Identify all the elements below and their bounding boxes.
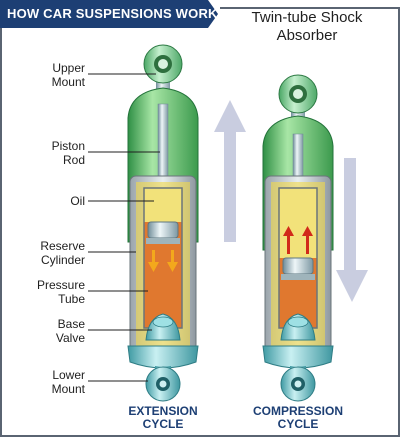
label-lower-mount: Lower Mount — [51, 368, 85, 396]
subtitle-line2: Absorber — [276, 27, 338, 44]
label-pressure-tube: Pressure Tube — [36, 278, 85, 306]
extension-direction-arrow — [214, 100, 246, 242]
header-bar — [0, 0, 218, 28]
leader-lines — [88, 73, 160, 382]
label-upper-mount: Upper Mount — [51, 61, 85, 89]
subtitle-line1: Twin-tube Shock — [251, 9, 363, 26]
compression-shock — [262, 74, 334, 402]
caption-compression-cycle: COMPRESSION CYCLE — [252, 404, 343, 431]
diagram-subtitle: Twin-tube Shock Absorber — [222, 9, 392, 45]
compression-direction-arrow — [336, 158, 368, 302]
caption-extension-cycle: EXTENSION CYCLE — [128, 404, 198, 431]
label-piston-rod: Piston Rod — [51, 139, 85, 167]
header-title: HOW CAR SUSPENSIONS WORK — [7, 6, 218, 21]
extension-shock — [127, 44, 199, 402]
label-reserve-cylinder: Reserve Cylinder — [40, 239, 85, 267]
label-base-valve: Base Valve — [55, 317, 85, 345]
label-oil: Oil — [70, 194, 85, 208]
